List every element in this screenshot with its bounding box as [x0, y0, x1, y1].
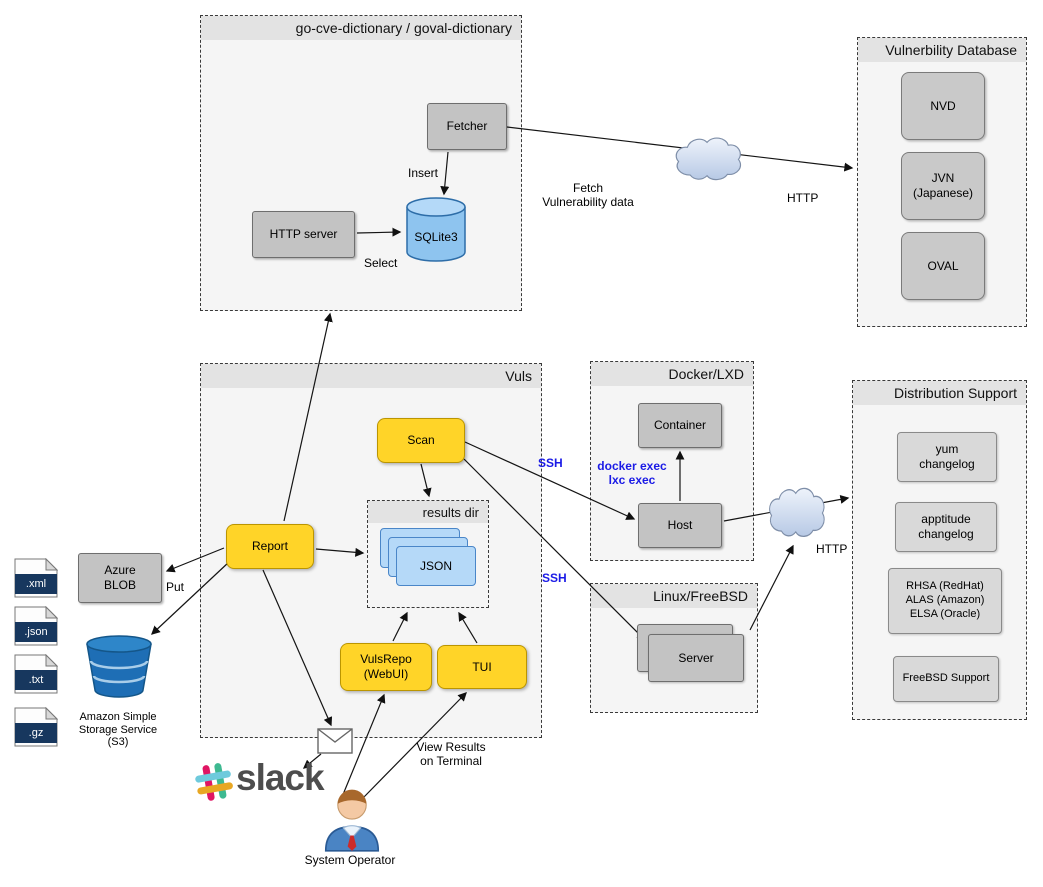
- system-operator-caption: System Operator: [304, 853, 396, 867]
- group-go-cve-dictionary: go-cve-dictionary / goval-dictionary: [200, 15, 522, 311]
- node-rhsa-alas-elsa: RHSA (RedHat) ALAS (Amazon) ELSA (Oracle…: [888, 568, 1002, 634]
- document-icon: [14, 557, 59, 598]
- edge-fetcher-to-sqlite: [440, 151, 450, 196]
- edge-linux-to-cloud: [749, 544, 794, 631]
- edge-label-ssh-linux: SSH: [542, 571, 567, 585]
- node-http-server: HTTP server: [252, 211, 355, 258]
- edge-tui-to-results: [458, 611, 478, 644]
- node-oval: OVAL: [901, 232, 985, 300]
- node-report: Report: [226, 524, 314, 569]
- node-jvn: JVN (Japanese): [901, 152, 985, 220]
- node-freebsd-support: FreeBSD Support: [893, 656, 999, 702]
- node-server-stack: Server: [637, 624, 747, 684]
- s3-caption: Amazon Simple Storage Service (S3): [78, 711, 158, 749]
- json-sheet-front: JSON: [396, 546, 476, 586]
- edge-operator-to-vulsrepo: [341, 693, 386, 798]
- edge-operator-to-tui: [363, 692, 467, 798]
- edge-label-http-top: HTTP: [787, 191, 819, 205]
- edge-label-view-results: View Results on Terminal: [416, 740, 486, 768]
- email-icon: [317, 728, 353, 759]
- node-azure-blob: Azure BLOB: [78, 553, 162, 603]
- node-yum-changelog: yum changelog: [897, 432, 997, 482]
- edge-fetcher-to-vulndb: [506, 126, 854, 172]
- file-icon-gz: .gz: [14, 706, 59, 747]
- group-linux-freebsd-title: Linux/FreeBSD: [591, 584, 757, 608]
- edge-scan-to-server: [463, 458, 646, 641]
- file-label-gz: .gz: [28, 727, 44, 739]
- edge-vulsrepo-to-results: [392, 611, 408, 642]
- group-vulnerability-database-title: Vulnerbility Database: [858, 38, 1026, 62]
- edge-label-docker-exec: docker exec lxc exec: [597, 459, 667, 487]
- file-icon-txt: .txt: [14, 653, 59, 694]
- database-cylinder-icon: [406, 197, 466, 262]
- file-icon-json: .json: [14, 605, 59, 646]
- s3-bucket-icon: [83, 634, 155, 703]
- edge-label-select: Select: [364, 256, 398, 270]
- group-go-cve-dictionary-title: go-cve-dictionary / goval-dictionary: [201, 16, 521, 40]
- file-label-txt: .txt: [28, 674, 44, 686]
- file-icon-xml: .xml: [14, 557, 59, 598]
- cloud-icons: [675, 137, 825, 537]
- group-results-dir-title: results dir: [368, 501, 488, 523]
- edge-scan-to-results: [420, 463, 432, 498]
- group-distribution-support-title: Distribution Support: [853, 381, 1026, 405]
- group-docker-lxd-title: Docker/LXD: [591, 362, 753, 386]
- edge-label-put: Put: [166, 580, 185, 594]
- edge-label-fetch: Fetch Vulnerability data: [542, 181, 634, 209]
- edge-report-to-email: [262, 569, 333, 727]
- node-tui: TUI: [437, 645, 527, 689]
- internet-cloud-icon: [675, 137, 742, 181]
- internet-cloud-icon: [769, 487, 825, 537]
- document-icon: [14, 706, 59, 747]
- server-sheet-front: Server: [648, 634, 744, 682]
- node-nvd: NVD: [901, 72, 985, 140]
- file-label-xml: .xml: [25, 578, 47, 590]
- node-sqlite3-label: SQLite3: [414, 230, 458, 244]
- edge-scan-to-host: [464, 441, 636, 520]
- slack-hash-icon: [193, 761, 235, 808]
- edge-vuls-to-gocve: [283, 312, 333, 522]
- edge-report-to-results: [315, 547, 365, 557]
- edge-label-insert: Insert: [407, 166, 438, 180]
- edge-report-to-s3: [151, 561, 230, 635]
- file-label-json: .json: [24, 626, 48, 638]
- node-fetcher: Fetcher: [427, 103, 507, 150]
- edge-report-to-azure: [165, 547, 225, 573]
- node-vulsrepo: VulsRepo (WebUI): [340, 643, 432, 691]
- node-apptitude-changelog: apptitude changelog: [895, 502, 997, 552]
- system-operator-icon: [319, 783, 385, 858]
- node-host: Host: [638, 503, 722, 548]
- slack-wordmark: slack: [236, 757, 325, 798]
- node-sqlite3: SQLite3: [405, 196, 467, 264]
- edge-email-to-slack: [302, 753, 322, 769]
- document-icon: [14, 653, 59, 694]
- node-json-stack: JSON: [380, 528, 480, 608]
- edge-label-ssh-docker: SSH: [538, 456, 563, 470]
- document-icon: [14, 605, 59, 646]
- node-scan: Scan: [377, 418, 465, 463]
- node-container: Container: [638, 403, 722, 448]
- edge-httpserver-to-sqlite: [356, 227, 402, 237]
- edge-label-http-right: HTTP: [816, 542, 848, 556]
- group-vuls-title: Vuls: [201, 364, 541, 388]
